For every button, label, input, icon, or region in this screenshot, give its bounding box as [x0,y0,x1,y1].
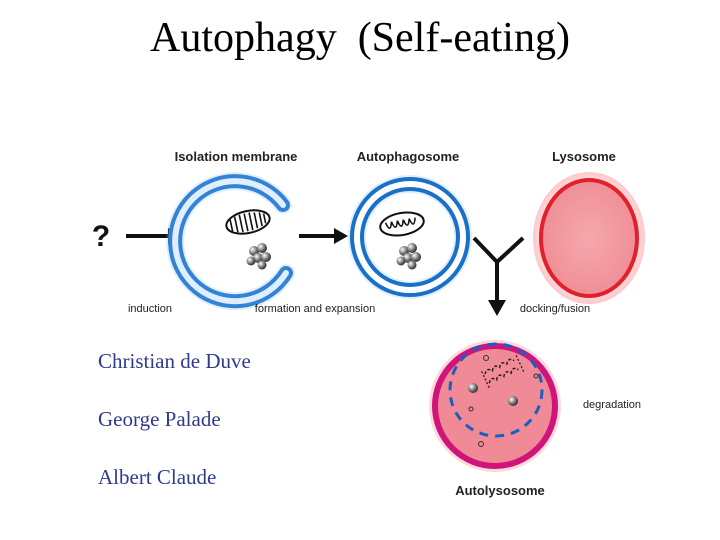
docking-arrow [472,236,525,316]
formation-label: formation and expansion [255,303,375,315]
degradation-label: degradation [583,399,641,411]
scientist-name: Christian de Duve [98,349,251,373]
residual-particles-icon [468,355,539,447]
lysosome [533,172,645,304]
slide-title: Autophagy (Self-eating) [150,15,570,61]
isolation-membrane [166,172,295,311]
autophagosome [348,175,472,299]
scientist-name: George Palade [98,407,221,431]
scientist-name: Albert Claude [98,465,217,489]
induction-label: induction [128,303,172,315]
autolysosome [429,340,561,472]
formation-arrow [299,228,348,244]
mitochondrion-icon [379,211,425,237]
particle-cluster-icon [246,243,271,270]
particle-cluster-icon [396,243,421,270]
lysosome-label: Lysosome [552,149,616,164]
autophagosome-label: Autophagosome [357,149,460,164]
docking-label: docking/fusion [520,303,590,315]
isolation-membrane-label: Isolation membrane [175,149,298,164]
mitochondrion-icon [225,209,271,235]
question-mark: ? [92,220,110,253]
scientist-list: Christian de Duve George Palade Albert C… [98,346,251,520]
autolysosome-label: Autolysosome [455,483,545,498]
